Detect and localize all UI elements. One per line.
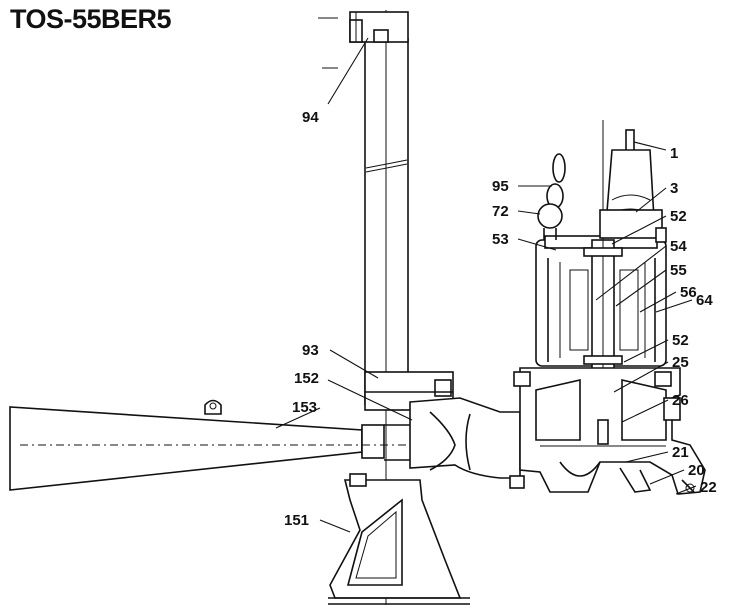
lifting-chain [537,153,566,240]
callout-22: 22 [700,479,717,496]
callout-52b: 52 [672,332,689,349]
callout-94: 94 [302,109,319,126]
callout-25: 25 [672,354,689,371]
pump-casing [513,367,706,495]
callout-21: 21 [672,444,689,461]
top-bracket [349,11,409,43]
callout-20: 20 [688,462,705,479]
callout-labels: 94 1 95 3 72 52 53 54 55 56 64 93 52 152… [284,109,717,529]
callout-1: 1 [670,145,678,162]
callout-64: 64 [696,292,713,309]
callout-153: 153 [292,399,317,416]
leader-lines [275,37,697,533]
cable-entry [599,129,667,243]
callout-55: 55 [670,262,687,279]
callout-56: 56 [680,284,697,301]
support-stand [328,473,470,605]
callout-52a: 52 [670,208,687,225]
callout-152: 152 [294,370,319,387]
callout-151: 151 [284,512,309,529]
callout-3: 3 [670,180,678,197]
callout-93: 93 [302,342,319,359]
callout-95: 95 [492,178,509,195]
callout-53: 53 [492,231,509,248]
ejector-body [409,397,525,489]
callout-26: 26 [672,392,689,409]
diagram-title: TOS-55BER5 [10,4,172,34]
callout-72: 72 [492,203,509,220]
callout-54: 54 [670,238,687,255]
